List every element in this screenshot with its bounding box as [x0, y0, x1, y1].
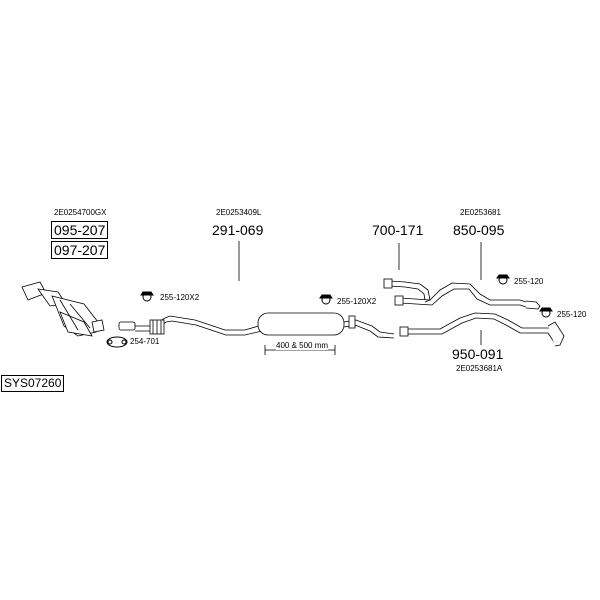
front-pipe-part[interactable]: 291-069	[212, 222, 264, 238]
clamp-top-label[interactable]: 255-120	[514, 277, 544, 286]
clamp-icon	[140, 291, 154, 302]
clamp-mid-label[interactable]: 255-120X2	[337, 297, 377, 306]
clamp-front-label[interactable]: 255-120X2	[160, 293, 200, 302]
clamp-icon	[496, 274, 510, 285]
clamp-icon	[319, 294, 333, 305]
catalyst-part-2[interactable]: 097-207	[51, 241, 109, 259]
rear-pipe-850-095	[399, 282, 527, 303]
rear-pipe-bottom-ref: 2E0253681A	[456, 364, 503, 373]
gasket-label[interactable]: 254-701	[130, 337, 160, 346]
rear-pipe-950-091	[405, 312, 561, 341]
middle-silencer	[257, 312, 345, 336]
rear-pipe-top-ref: 2E0253681	[460, 208, 501, 217]
dimension-label: 400 & 500 mm	[276, 341, 329, 350]
clamp-right-label[interactable]: 255-120	[557, 310, 587, 319]
catalyst-ref: 2E0254700GX	[54, 208, 107, 217]
catalyst-part-1[interactable]: 095-207	[51, 221, 109, 239]
tail-pipe-part[interactable]: 700-171	[372, 222, 424, 238]
front-pipe-ref: 2E0253409L	[216, 208, 262, 217]
gasket-icon	[106, 336, 128, 348]
sleeve-part	[118, 321, 136, 331]
clamp-icon	[539, 307, 553, 318]
rear-pipe-bottom-part[interactable]: 950-091	[452, 346, 504, 362]
system-code: SYS07260	[1, 375, 65, 392]
rear-pipe-top-part[interactable]: 850-095	[453, 222, 505, 238]
catalyst-assembly	[21, 281, 105, 337]
